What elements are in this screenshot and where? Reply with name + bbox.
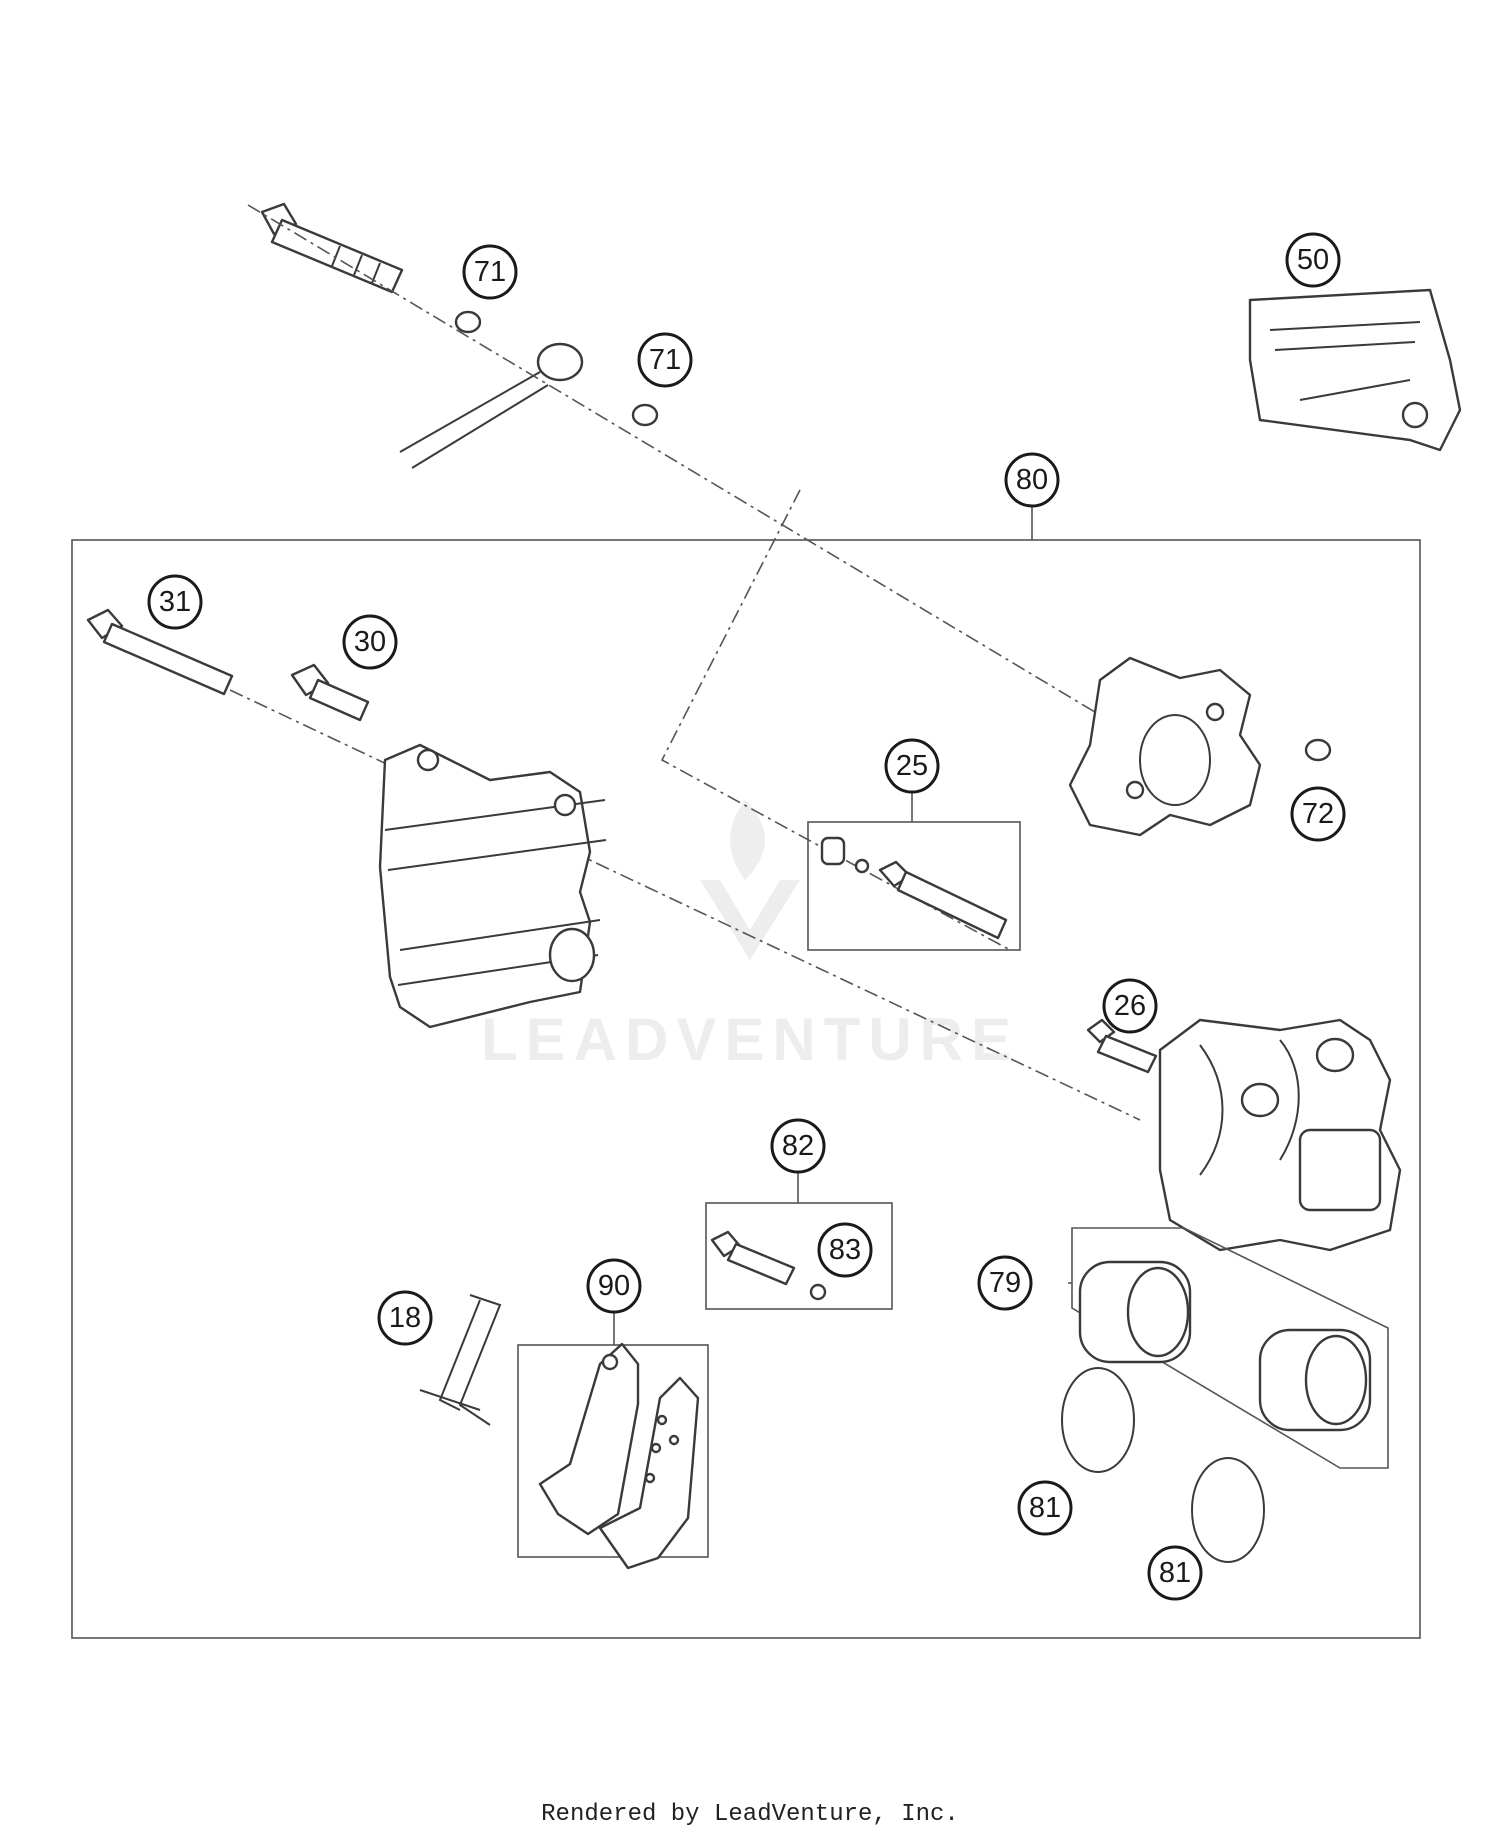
banjo-bolt: [260, 202, 404, 294]
o-ring-72: [1304, 738, 1332, 762]
brake-pad-1: [538, 1342, 640, 1536]
bolt-30: [290, 663, 370, 722]
callout-81b: 81: [1147, 1545, 1203, 1601]
svg-text:90: 90: [598, 1270, 630, 1302]
svg-text:71: 71: [474, 256, 506, 288]
callout-50: 50: [1285, 232, 1341, 288]
kit-frame-25: [807, 821, 1021, 951]
svg-text:79: 79: [989, 1267, 1021, 1299]
svg-text:30: 30: [354, 626, 386, 658]
callout-25: 25: [884, 738, 940, 794]
callout-82: 82: [770, 1118, 826, 1174]
callout-71b: 71: [637, 332, 693, 388]
svg-text:83: 83: [829, 1234, 861, 1266]
brake-pad-2: [598, 1376, 700, 1570]
svg-text:80: 80: [1016, 464, 1048, 496]
callout-30: 30: [342, 614, 398, 670]
slide-pin-82: [710, 1230, 796, 1286]
callout-72: 72: [1290, 786, 1346, 842]
caliper-housing: [1068, 656, 1262, 837]
svg-text:81: 81: [1029, 1492, 1061, 1524]
svg-text:71: 71: [649, 344, 681, 376]
svg-text:31: 31: [159, 586, 191, 618]
callout-71a: 71: [462, 244, 518, 300]
caliper-cover-50: [1248, 288, 1462, 452]
svg-text:26: 26: [1114, 990, 1146, 1022]
sealing-ring-71b: [631, 403, 659, 427]
callout-31: 31: [147, 574, 203, 630]
svg-text:81: 81: [1159, 1557, 1191, 1589]
washer-83: [809, 1283, 827, 1301]
svg-text:72: 72: [1302, 798, 1334, 830]
bolt-31: [86, 608, 234, 696]
brake-caliper: [1158, 1018, 1402, 1252]
guide-pin-kit: [820, 836, 1008, 940]
footer-credit: Rendered by LeadVenture, Inc.: [541, 1801, 959, 1828]
axis-line-top: [247, 204, 1151, 746]
axis-line-bolts: [229, 689, 1141, 1121]
callout-83: 83: [817, 1222, 873, 1278]
piston-1: [1078, 1260, 1192, 1364]
caliper-bracket: [378, 743, 607, 1029]
svg-text:50: 50: [1297, 244, 1329, 276]
sealing-ring-71a: [454, 310, 482, 334]
pad-spring-18: [419, 1294, 502, 1426]
svg-text:25: 25: [896, 750, 928, 782]
pin-26: [1086, 1018, 1158, 1074]
callout-79: 79: [977, 1255, 1033, 1311]
seal-ring-81a: [1061, 1367, 1135, 1473]
kit-frame-82: [705, 1202, 893, 1310]
callout-81a: 81: [1017, 1480, 1073, 1536]
watermark-text: LEADVENTURE: [481, 1006, 1019, 1073]
svg-text:82: 82: [782, 1130, 814, 1162]
callout-26: 26: [1102, 978, 1158, 1034]
svg-text:18: 18: [389, 1302, 421, 1334]
callout-90: 90: [586, 1258, 642, 1314]
watermark-logo: LEADVENTURE: [481, 800, 1019, 1073]
seal-ring-81b: [1191, 1457, 1265, 1563]
kit-frame-90: [517, 1344, 709, 1558]
assembly-frame: [71, 539, 1421, 1639]
callout-80: 80: [1004, 452, 1060, 508]
piston-2: [1258, 1328, 1372, 1432]
kit-frame-79: [1071, 1227, 1389, 1469]
callout-18: 18: [377, 1290, 433, 1346]
brake-line-banjo: [399, 342, 584, 469]
